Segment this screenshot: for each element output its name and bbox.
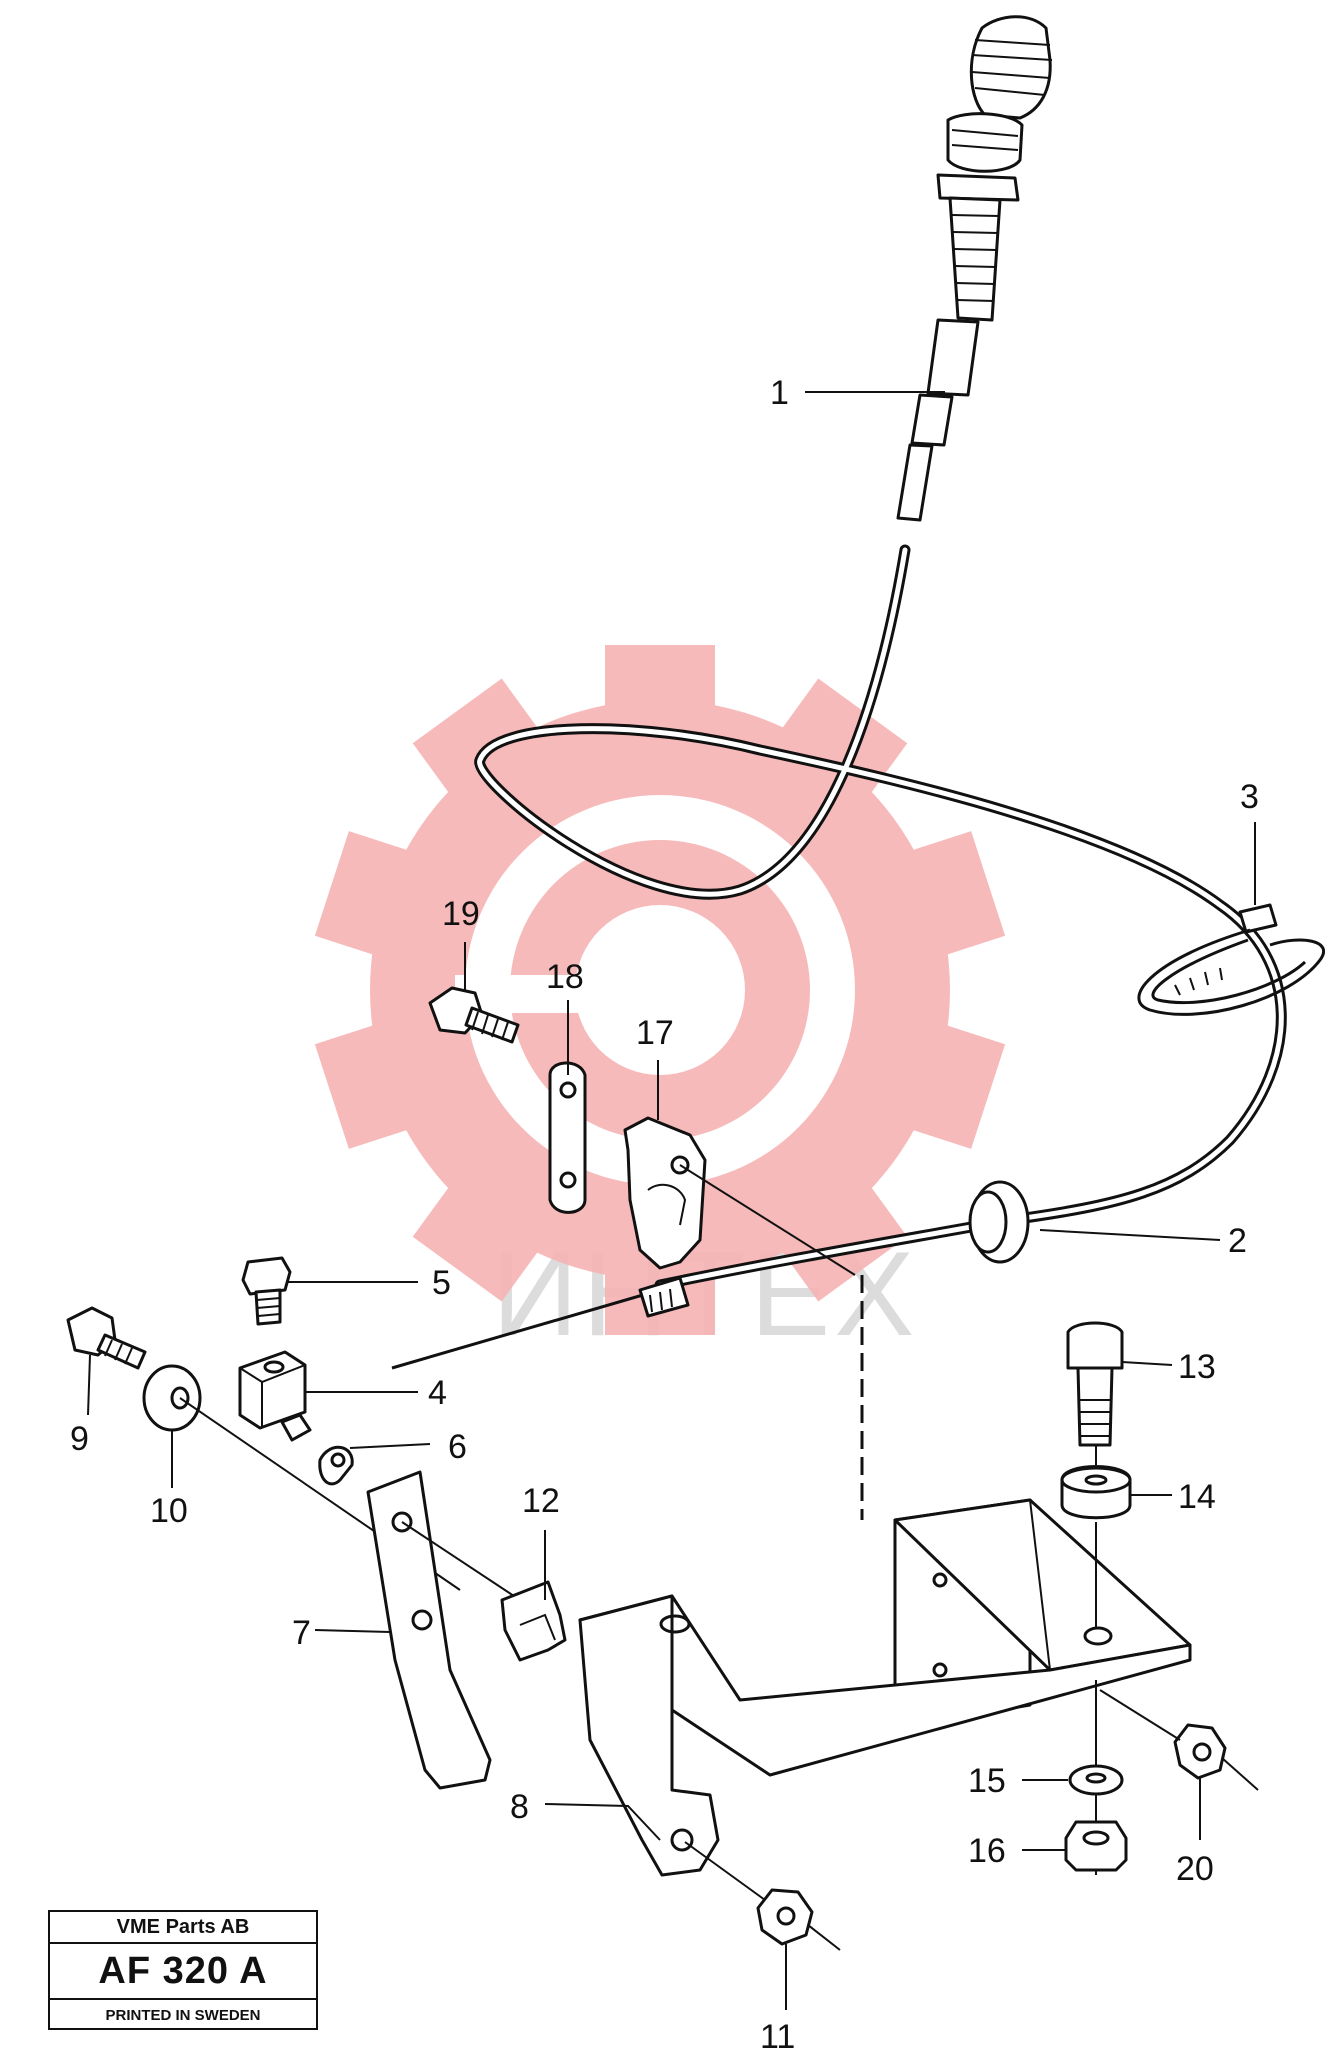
part-20-nut (1099, 1689, 1259, 1791)
gear-tooth (412, 1163, 555, 1302)
callout-6: 6 (448, 1428, 467, 1466)
part-3-cable-tie (1137, 903, 1325, 1016)
callout-19: 19 (442, 895, 480, 933)
part-12-clip (500, 1580, 567, 1662)
part-10-washer (142, 1364, 202, 1432)
callout-7: 7 (292, 1614, 311, 1652)
callout-14: 14 (1178, 1478, 1216, 1516)
callout-16: 16 (968, 1832, 1006, 1870)
part-7-plate (366, 1470, 521, 1790)
part-17-clamp (623, 1116, 707, 1270)
part-13-bolt (1066, 1321, 1124, 1447)
part-14-spacer (1060, 1465, 1132, 1520)
part-19-bolt (428, 986, 520, 1044)
callout-2: 2 (1228, 1222, 1247, 1260)
part-16-nut (1064, 1820, 1128, 1872)
title-block: VME Parts AB AF 320 A PRINTED IN SWEDEN (48, 1910, 318, 2030)
part-2-cable (391, 544, 1287, 1370)
callout-5: 5 (432, 1264, 451, 1302)
part-11-nut (684, 1841, 841, 1951)
callout-10: 10 (150, 1492, 188, 1530)
part-4-block (238, 1350, 312, 1442)
gear-tooth (765, 678, 908, 817)
callout-15: 15 (968, 1762, 1006, 1800)
title-block-company: VME Parts AB (50, 1912, 316, 1944)
part-18-clamp-strip (548, 1061, 587, 1214)
callout-8: 8 (510, 1788, 529, 1826)
callout-labels: 1 2 3 4 5 6 7 8 9 10 11 12 13 14 15 16 1… (70, 374, 1259, 2056)
title-block-code: AF 320 A (50, 1944, 316, 2000)
callout-3: 3 (1240, 778, 1259, 816)
callout-12: 12 (522, 1482, 560, 1520)
part-5-screw (241, 1256, 292, 1326)
callout-17: 17 (636, 1014, 674, 1052)
callout-18: 18 (546, 958, 584, 996)
title-block-printed: PRINTED IN SWEDEN (105, 2007, 261, 2024)
callout-11: 11 (760, 2018, 795, 2056)
callout-4: 4 (428, 1374, 447, 1412)
callout-9: 9 (70, 1420, 89, 1458)
callout-20: 20 (1176, 1850, 1214, 1888)
leader-lines (87, 391, 1256, 2010)
part-15-washer (1068, 1764, 1124, 1796)
part-6-clip (318, 1445, 354, 1486)
callout-13: 13 (1178, 1348, 1216, 1386)
part-8-bracket (578, 1498, 1192, 1877)
gear-tooth (765, 1163, 908, 1302)
part-1-cable-head (896, 15, 1053, 522)
part-9-bolt (66, 1306, 147, 1370)
callout-1: 1 (770, 374, 789, 412)
